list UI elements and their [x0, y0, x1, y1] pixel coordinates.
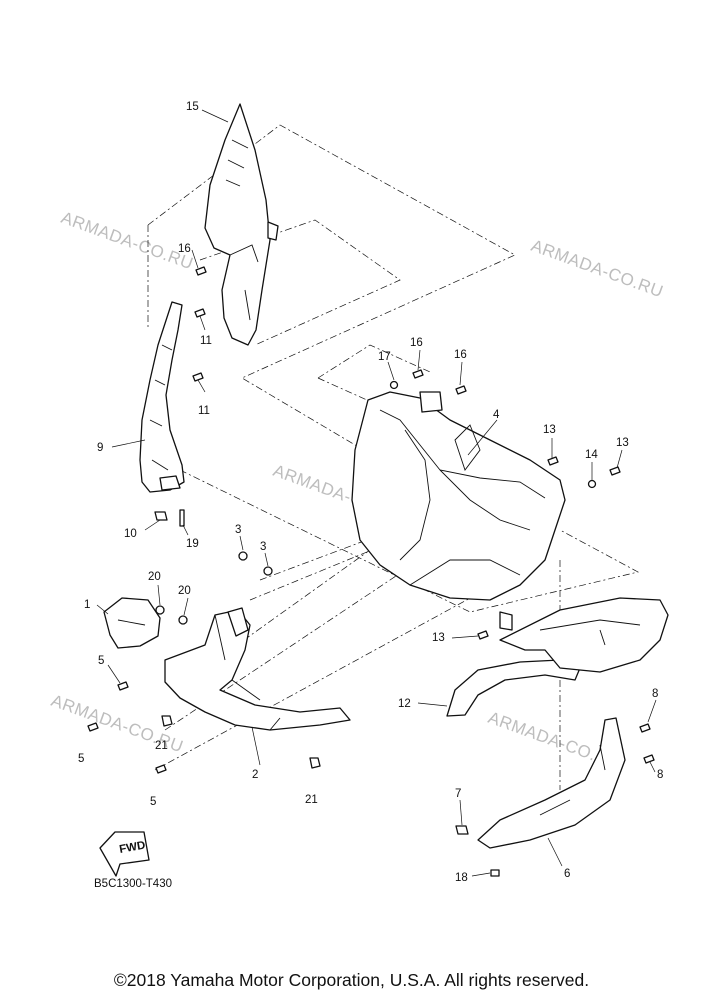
callout-20: 20 [148, 571, 161, 583]
callout-8: 8 [652, 688, 658, 700]
callout-11: 11 [200, 335, 212, 347]
hardware [87, 266, 655, 877]
callout-3: 3 [260, 541, 266, 553]
callout-20: 20 [178, 585, 191, 597]
part-4-headlight-assembly [351, 391, 566, 601]
callout-10: 10 [124, 528, 137, 540]
callout-16: 16 [178, 243, 191, 255]
part-1-cover [103, 597, 161, 649]
callout-3: 3 [235, 524, 241, 536]
callout-16: 16 [454, 349, 467, 361]
part-right-cowl [499, 597, 669, 673]
leader-lines [96, 109, 657, 877]
callouts: 15 16 11 11 9 10 19 17 16 16 4 13 14 13 … [78, 101, 663, 884]
watermark-2: ARMADA-CO.RU [529, 236, 666, 301]
callout-21: 21 [155, 740, 168, 752]
part-12-trim [446, 659, 581, 717]
part-15-upper-panel [204, 103, 279, 346]
callout-2: 2 [252, 769, 258, 781]
callout-5: 5 [150, 796, 156, 808]
callout-11: 11 [198, 405, 210, 417]
callout-7: 7 [455, 788, 461, 800]
callout-12: 12 [398, 698, 411, 710]
callout-1: 1 [84, 599, 90, 611]
callout-14: 14 [585, 449, 598, 461]
callout-17: 17 [378, 351, 391, 363]
watermark-1: ARMADA-CO.RU [59, 208, 196, 273]
callout-9: 9 [97, 442, 103, 454]
part-6-lower-panel [477, 717, 626, 849]
callout-13: 13 [616, 437, 629, 449]
copyright-notice: ©2018 Yamaha Motor Corporation, U.S.A. A… [113, 970, 590, 990]
callout-13: 13 [543, 424, 556, 436]
drawing-code: B5C1300-T430 [94, 878, 172, 890]
callout-18: 18 [455, 872, 468, 884]
fwd-label: FWD [118, 840, 146, 856]
callout-6: 6 [564, 868, 570, 880]
callout-19: 19 [186, 538, 199, 550]
callout-4: 4 [493, 409, 500, 421]
callout-15: 15 [186, 101, 199, 113]
callout-8: 8 [657, 769, 663, 781]
fwd-arrow: FWD [99, 831, 150, 877]
callout-16: 16 [410, 337, 423, 349]
callout-21: 21 [305, 794, 318, 806]
part-9-left-bracket [139, 301, 185, 493]
callout-13: 13 [432, 632, 445, 644]
callout-5: 5 [78, 753, 84, 765]
callout-5: 5 [98, 655, 104, 667]
part-2-lower-bracket [164, 607, 351, 731]
